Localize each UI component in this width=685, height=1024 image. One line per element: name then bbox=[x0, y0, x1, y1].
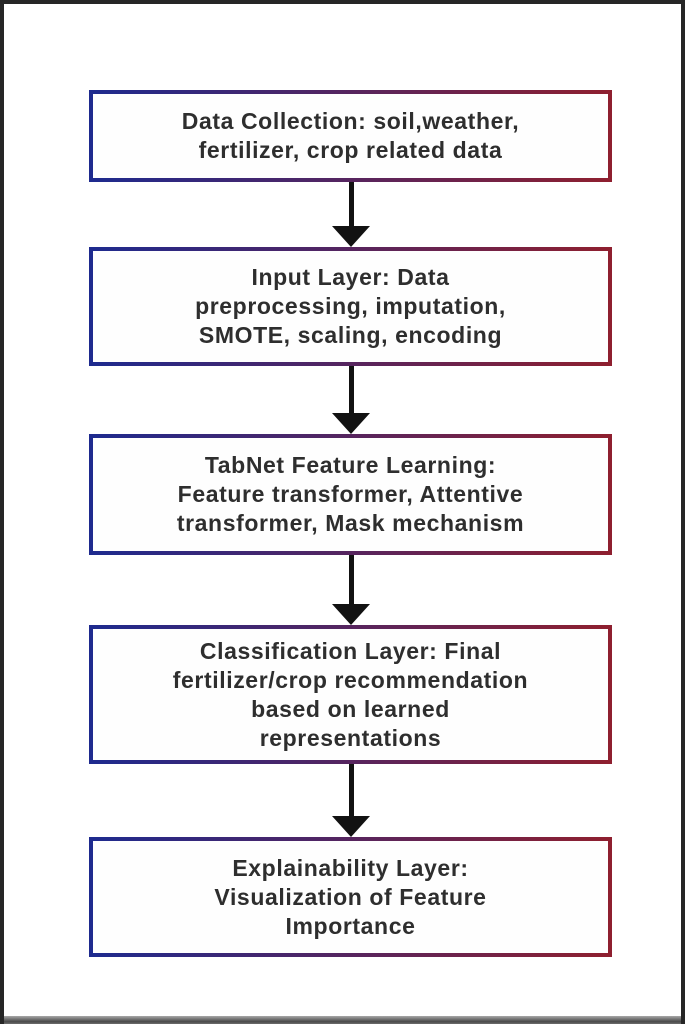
arrow-stem bbox=[348, 764, 354, 816]
frame-bottom-edge bbox=[4, 1016, 681, 1024]
flow-box-text-line: Feature transformer, Attentive bbox=[177, 481, 524, 507]
flow-box-text-line: Input Layer: Data bbox=[251, 264, 450, 290]
flow-box-text-line: representations bbox=[259, 724, 442, 751]
arrow-down-icon bbox=[332, 226, 370, 247]
flow-box-tabnet-feature-learning: TabNet Feature Learning: Feature transfo… bbox=[89, 434, 612, 555]
arrow-down-icon bbox=[332, 604, 370, 625]
flow-box-text-line: fertilizer, crop related data bbox=[198, 137, 503, 163]
arrow-down-icon bbox=[332, 413, 370, 434]
arrow-down-icon bbox=[332, 816, 370, 837]
flow-arrow-down-3 bbox=[332, 555, 370, 625]
flow-box-input-layer: Input Layer: Data preprocessing, imputat… bbox=[89, 247, 612, 366]
flow-box-data-collection: Data Collection: soil,weather, fertilize… bbox=[89, 90, 612, 182]
flow-box-text-line: transformer, Mask mechanism bbox=[176, 510, 525, 536]
arrow-stem bbox=[348, 182, 354, 226]
flow-arrow-down-4 bbox=[332, 764, 370, 837]
flow-box-text-line: preprocessing, imputation, bbox=[195, 293, 506, 319]
flow-box-classification-layer: Classification Layer: Final fertilizer/c… bbox=[89, 625, 612, 764]
flow-box-text-line: Classification Layer: Final bbox=[199, 637, 502, 664]
flow-box-explainability-layer: Explainability Layer: Visualization of F… bbox=[89, 837, 612, 957]
flow-box-text-line: TabNet Feature Learning: bbox=[204, 452, 497, 478]
flow-box-text-line: Visualization of Feature bbox=[214, 883, 487, 910]
arrow-stem bbox=[348, 555, 354, 604]
flow-box-text-line: Data Collection: soil,weather, bbox=[181, 108, 520, 134]
flow-box-text-line: Importance bbox=[285, 912, 416, 939]
flow-arrow-down-2 bbox=[332, 366, 370, 434]
flow-arrow-down-1 bbox=[332, 182, 370, 247]
flow-box-text-line: SMOTE, scaling, encoding bbox=[198, 322, 503, 348]
flow-box-text-line: Explainability Layer: bbox=[232, 854, 469, 881]
arrow-stem bbox=[348, 366, 354, 413]
flow-box-text-line: based on learned bbox=[251, 695, 450, 722]
flow-box-text-line: fertilizer/crop recommendation bbox=[172, 666, 529, 693]
